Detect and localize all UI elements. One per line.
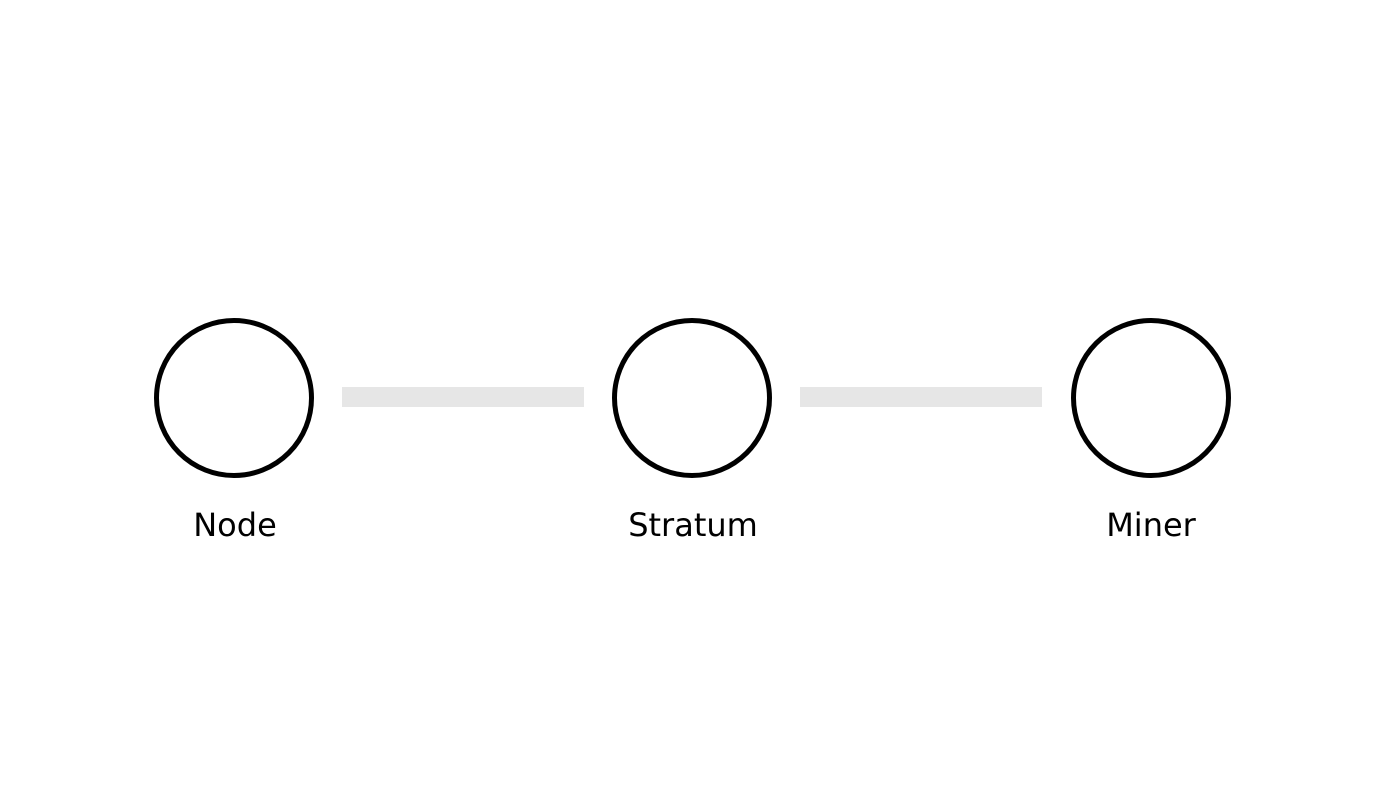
node-label: Node bbox=[193, 506, 277, 544]
connector-node-stratum bbox=[342, 387, 584, 407]
miner-label: Miner bbox=[1106, 506, 1196, 544]
miner-circle bbox=[1071, 318, 1231, 478]
node-circle bbox=[154, 318, 314, 478]
connector-stratum-miner bbox=[800, 387, 1042, 407]
stratum-label: Stratum bbox=[628, 506, 758, 544]
stratum-circle bbox=[612, 318, 772, 478]
